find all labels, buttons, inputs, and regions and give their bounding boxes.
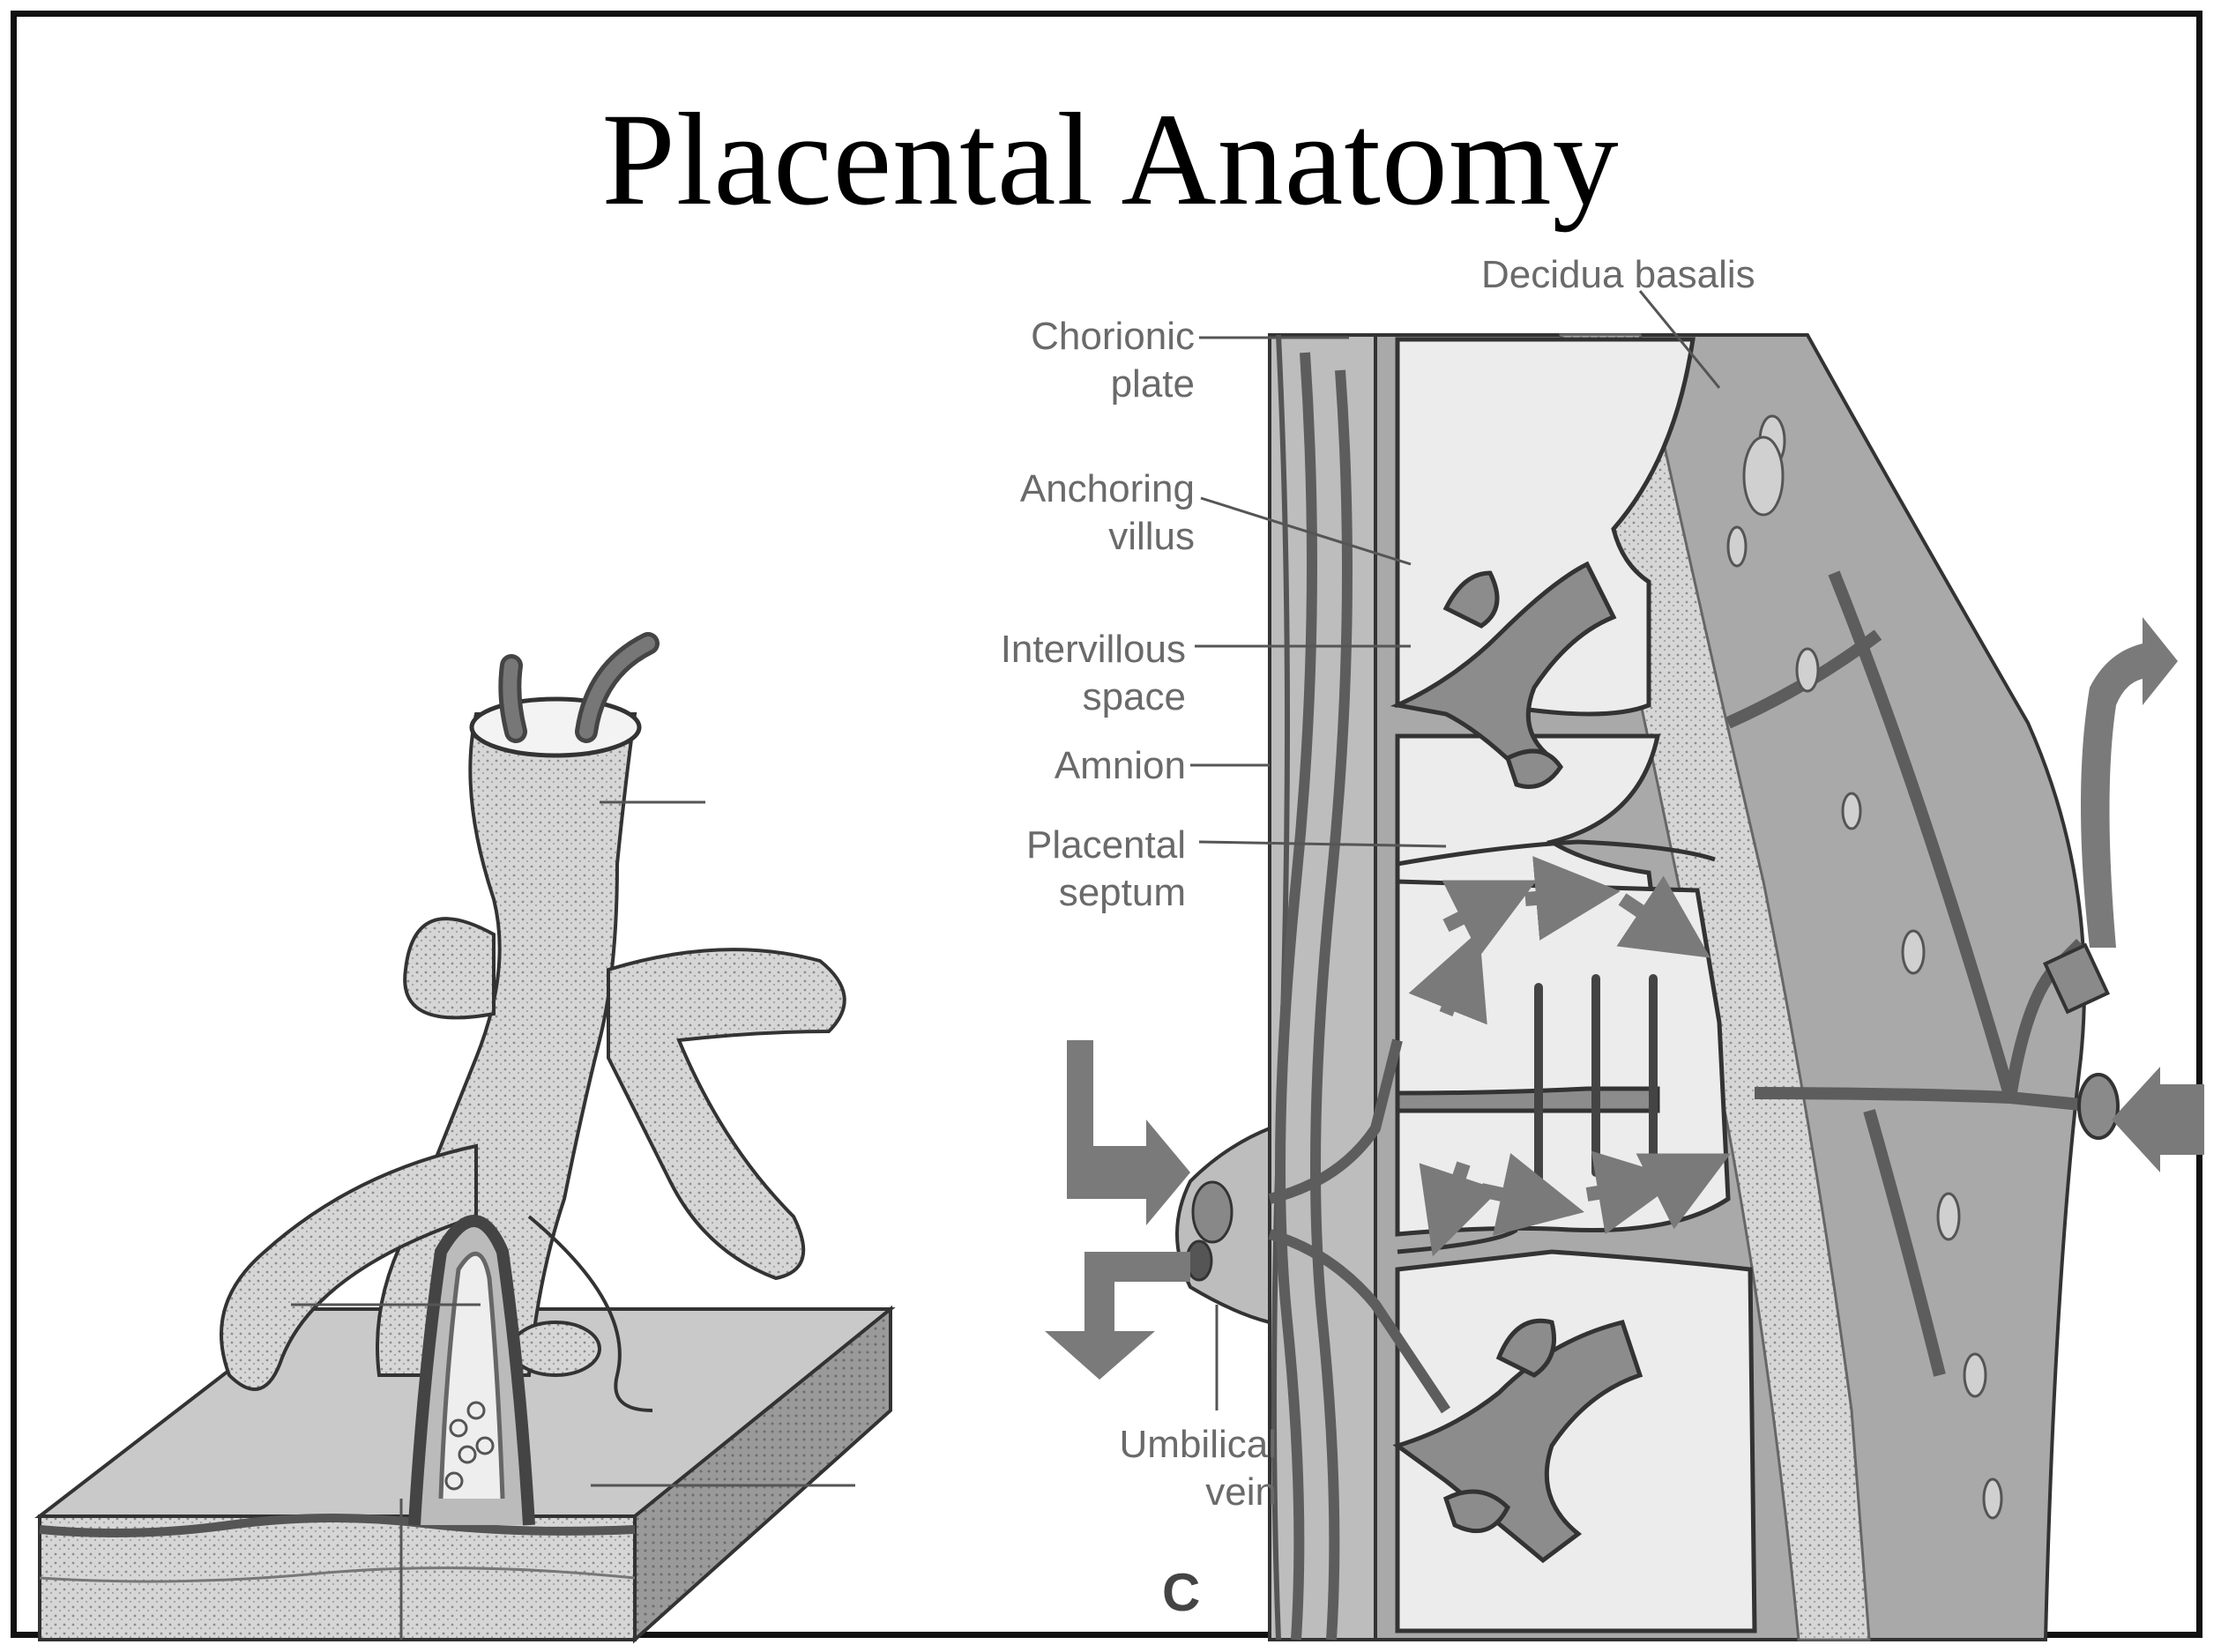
label-umbilical-vein-line1: Umbilical	[1119, 1423, 1277, 1466]
label-intervillous-space-line2: space	[1082, 675, 1186, 718]
slide-title: Placental Anatomy	[601, 86, 1620, 233]
stem-villus-drawing	[34, 632, 896, 1644]
label-anchoring-villus-line1: Anchoring	[1019, 467, 1195, 510]
label-umbilical-vein: Umbilical vein	[1058, 1421, 1277, 1516]
label-intervillous-space: Intervillous space	[935, 626, 1186, 721]
label-amnion: Amnion	[1054, 744, 1186, 787]
label-anchoring-villus: Anchoring villus	[961, 465, 1195, 561]
label-chorionic-plate: Chorionic plate	[961, 313, 1195, 408]
label-placental-septum: Placental septum	[961, 822, 1186, 917]
label-anchoring-villus-line2: villus	[1108, 515, 1195, 558]
label-placental-septum-line1: Placental	[1025, 823, 1186, 867]
panel-letter: C	[1162, 1563, 1201, 1622]
label-chorionic-plate-line1: Chorionic	[1031, 315, 1195, 358]
label-umbilical-vein-line2: vein	[1205, 1470, 1277, 1514]
label-intervillous-space-line1: Intervillous	[1000, 628, 1186, 671]
label-chorionic-plate-line2: plate	[1110, 362, 1195, 406]
label-decidua-basalis: Decidua basalis	[1481, 253, 1755, 296]
label-placental-septum-line2: septum	[1058, 871, 1186, 914]
placenta-section-drawing	[1045, 290, 2204, 1641]
